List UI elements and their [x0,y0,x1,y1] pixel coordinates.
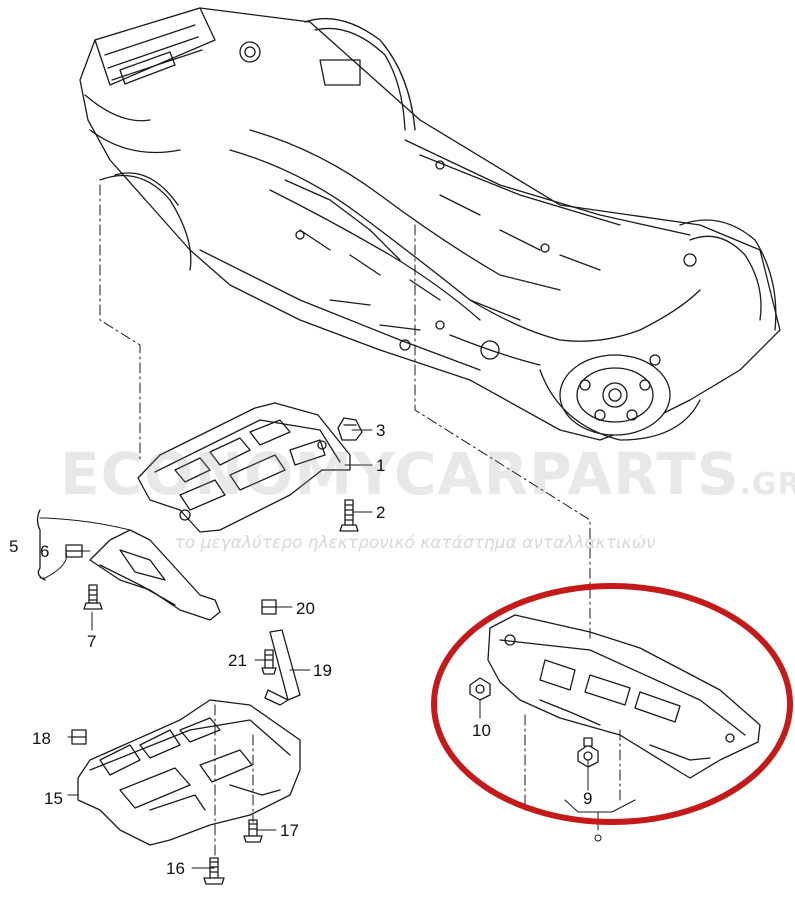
callout-18: 18 [32,729,51,748]
watermark-tld: .GR [739,467,795,502]
highlight-ellipse [431,583,793,825]
callout-20: 20 [296,599,315,618]
part-3-clip [337,417,363,441]
callout-5: 5 [9,537,19,556]
part-5-brace [36,509,46,581]
callout-3: 3 [376,421,386,440]
callout-1: 1 [376,456,386,475]
alignment-lines [99,184,621,859]
callout-7: 7 [87,632,97,651]
part-1-undertray-upper [137,402,351,533]
part-15-undertray-lower [77,699,301,846]
side-guard-panel [487,614,761,779]
part-20-nut [261,599,277,615]
part-17-bolt [243,819,263,843]
watermark-tagline: το μεγαλύτερο ηλεκτρονικό κατάστημα αντα… [174,533,656,553]
callout-19: 19 [313,661,332,680]
part-21-bolt [261,649,277,675]
part-16-bolt [203,857,225,885]
reference-dot [594,834,602,842]
callout-10: 10 [472,721,491,740]
part-9-nut [577,737,599,768]
part-6-nut [65,544,83,558]
part-7-bolt [83,584,103,610]
callout-2: 2 [376,503,386,522]
callout-6: 6 [40,542,50,561]
part-5-side-panel [89,529,221,621]
callout-21: 21 [228,651,247,670]
callout-9: 9 [583,789,593,808]
part-2-bolt [339,499,359,532]
vehicle-underbody [79,7,781,441]
part-10-nut [469,677,491,701]
callout-16: 16 [166,859,185,878]
watermark-brand: ECONOMYCARPARTS.GR [60,440,795,508]
part-19-bracket [264,629,301,706]
callout-17: 17 [280,821,299,840]
watermark-brand-text: ECONOMYCARPARTS [60,440,740,508]
callout-15: 15 [44,789,63,808]
